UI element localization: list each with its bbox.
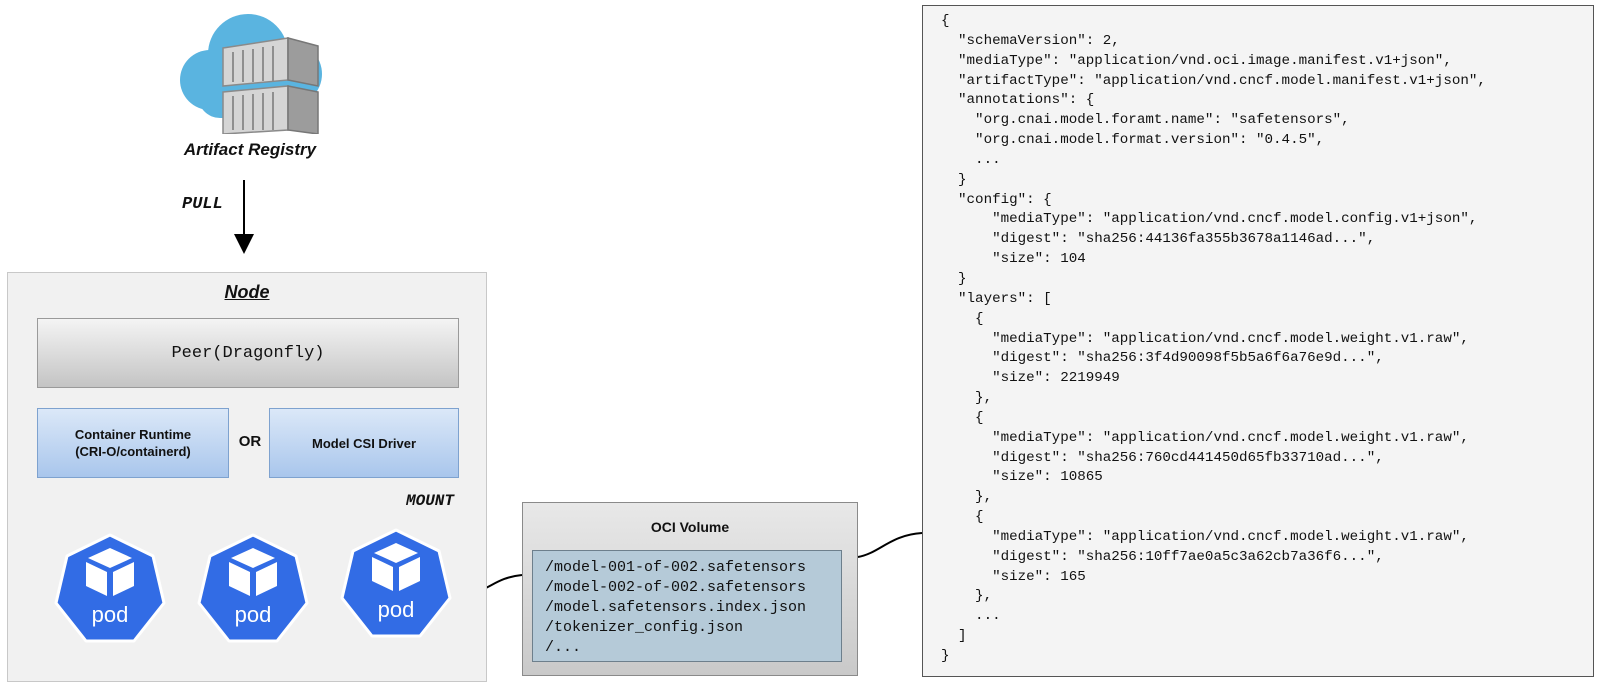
manifest-line: "digest": "sha256:44136fa355b3678a1146ad… (941, 231, 1376, 248)
oci-to-manifest-connector (857, 532, 923, 558)
manifest-line: "schemaVersion": 2, (941, 32, 1120, 49)
manifest-line: "org.cnai.model.foramt.name": "safetenso… (941, 112, 1350, 129)
manifest-line: "layers": [ (941, 290, 1052, 307)
manifest-line: "mediaType": "application/vnd.cncf.model… (941, 330, 1469, 347)
manifest-line: "org.cnai.model.format.version": "0.4.5"… (941, 132, 1325, 149)
or-label: OR (238, 433, 262, 450)
mount-label: MOUNT (406, 492, 455, 510)
manifest-line: "mediaType": "application/vnd.oci.image.… (941, 52, 1452, 69)
oci-volume-title: OCI Volume (650, 519, 730, 535)
node-title: Node (224, 282, 270, 302)
container-runtime-label: Container Runtime (74, 427, 192, 442)
manifest-line: "digest": "sha256:760cd441450d65fb33710a… (941, 449, 1384, 466)
container-runtime-box: Container Runtime (CRI-O/containerd) (37, 408, 229, 478)
manifest-line: ... (941, 608, 1001, 625)
manifest-line: "config": { (941, 191, 1052, 208)
manifest-line: "size": 104 (941, 251, 1086, 268)
file-entry: /model-001-of-002.safetensors (545, 559, 807, 576)
manifest-line: } (941, 171, 967, 188)
manifest-line: { (941, 310, 984, 327)
pod-label: pod (377, 597, 415, 622)
manifest-line: "digest": "sha256:3f4d90098f5b5a6f6a76e9… (941, 350, 1384, 367)
pod-label: pod (234, 602, 272, 627)
pod-icon (340, 528, 452, 638)
model-manifest-panel (922, 5, 1594, 677)
container-runtime-sublabel: (CRI-O/containerd) (75, 444, 191, 459)
oci-volume-file-list: /model-001-of-002.safetensors/model-002-… (532, 550, 842, 662)
manifest-line: }, (941, 390, 993, 407)
manifest-line: "size": 2219949 (941, 370, 1120, 387)
cloud-container-registry-icon (178, 12, 328, 135)
manifest-line: { (941, 409, 984, 426)
manifest-line: ... (941, 151, 1001, 168)
pod-icon (54, 533, 166, 643)
file-entry: /... (545, 639, 582, 656)
manifest-line: } (941, 648, 950, 664)
file-entry: /model-002-of-002.safetensors (545, 579, 807, 596)
pod-label: pod (91, 602, 129, 627)
manifest-line: "annotations": { (941, 92, 1095, 109)
pod-icon (197, 533, 309, 643)
manifest-line: "digest": "sha256:10ff7ae0a5c3a62cb7a36f… (941, 548, 1384, 565)
file-entry: /tokenizer_config.json (545, 619, 744, 636)
manifest-line: "size": 10865 (941, 469, 1103, 486)
manifest-line: ] (941, 628, 967, 645)
manifest-line: }, (941, 489, 993, 506)
manifest-line: { (941, 509, 984, 526)
pod-2: pod (193, 530, 313, 650)
pull-label: PULL (182, 195, 223, 214)
manifest-line: }, (941, 588, 993, 605)
artifact-registry-label: Artifact Registry (183, 140, 317, 159)
manifest-line: { (941, 13, 950, 29)
model-csi-driver-label: Model CSI Driver (311, 435, 417, 451)
model-csi-driver-box: Model CSI Driver (269, 408, 459, 478)
manifest-line: "mediaType": "application/vnd.cncf.model… (941, 211, 1478, 228)
manifest-line: } (941, 270, 967, 287)
file-entry: /model.safetensors.index.json (545, 599, 807, 616)
peer-label: Peer(Dragonfly) (171, 343, 325, 363)
manifest-json: { "schemaVersion": 2, "mediaType": "appl… (941, 12, 1486, 667)
manifest-line: "mediaType": "application/vnd.cncf.model… (941, 429, 1469, 446)
manifest-line: "artifactType": "application/vnd.cncf.mo… (941, 72, 1486, 89)
pod-1: pod (50, 530, 170, 650)
manifest-line: "size": 165 (941, 568, 1086, 585)
pod-3: pod (336, 525, 456, 645)
peer-dragonfly-box: Peer(Dragonfly) (37, 318, 459, 388)
manifest-line: "mediaType": "application/vnd.cncf.model… (941, 528, 1469, 545)
